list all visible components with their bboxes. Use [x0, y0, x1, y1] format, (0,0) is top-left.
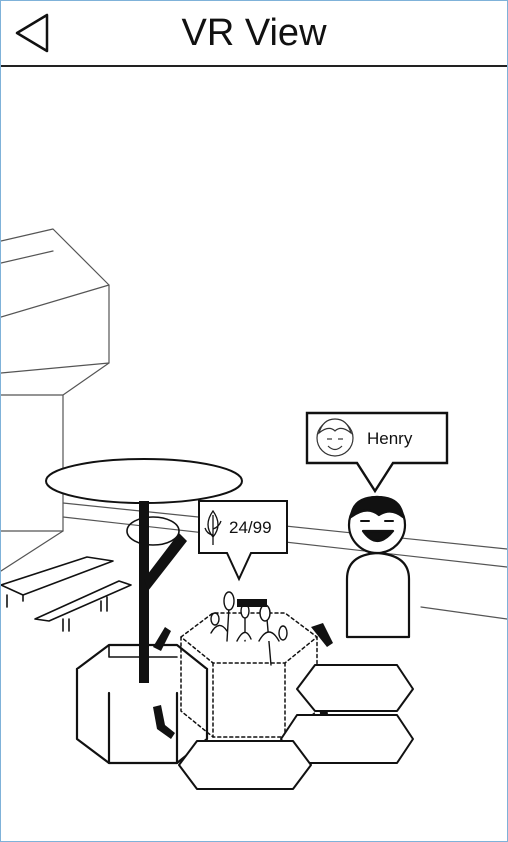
- vr-scene[interactable]: Henry 24/99: [1, 67, 507, 841]
- page-title: VR View: [181, 12, 327, 54]
- plant-counter-bubble[interactable]: 24/99: [198, 500, 288, 582]
- hex-tile-bottom[interactable]: [178, 740, 312, 790]
- avatar-name-label: Henry: [367, 429, 413, 448]
- back-button[interactable]: [7, 9, 57, 57]
- plant-leaf-icon: [204, 509, 222, 545]
- picnic-bench: [1, 556, 132, 632]
- smiley-face-icon: [316, 418, 354, 457]
- hex-tile-right-lower[interactable]: [280, 714, 414, 764]
- hex-tiles[interactable]: [178, 664, 414, 790]
- umbrella: [45, 458, 243, 681]
- back-triangle-icon: [15, 13, 49, 53]
- hexagon-planter: [75, 619, 209, 765]
- hex-tile-right-upper[interactable]: [296, 664, 414, 712]
- henry-avatar[interactable]: [345, 495, 411, 639]
- plant-counter-value: 24/99: [229, 518, 272, 537]
- plants: [210, 591, 288, 666]
- vr-scene-canvas: Henry 24/99: [1, 228, 507, 790]
- avatar-name-bubble[interactable]: Henry: [305, 411, 449, 494]
- header-bar: VR View: [1, 1, 507, 67]
